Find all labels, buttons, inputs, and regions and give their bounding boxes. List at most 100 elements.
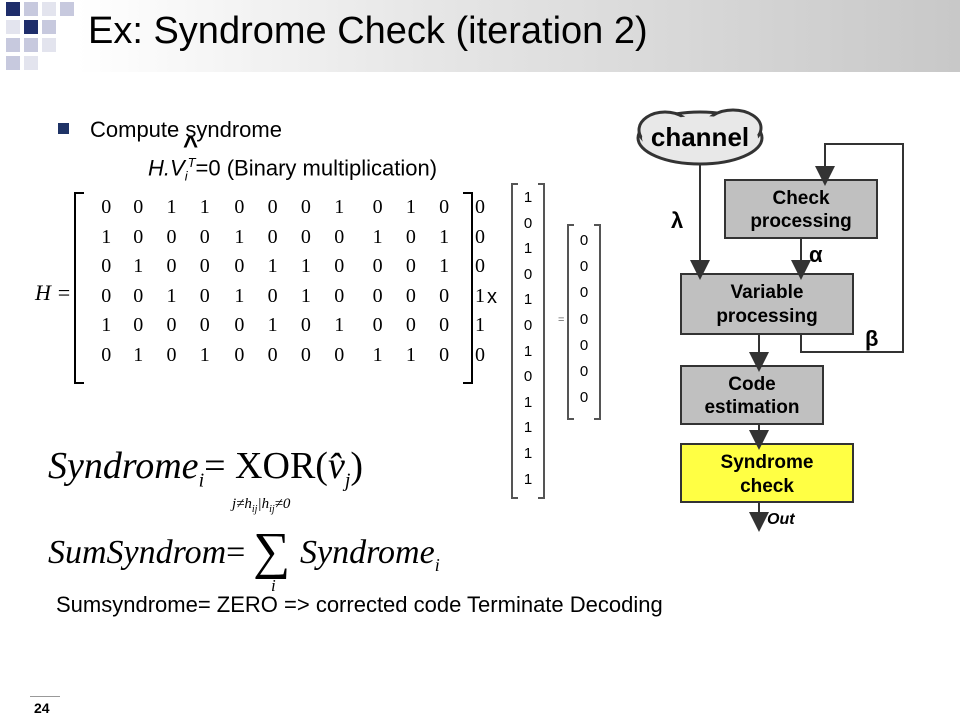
out-label: Out <box>767 511 795 528</box>
matrix-cell: 1 <box>300 255 311 277</box>
slide-logo-squares <box>0 0 80 72</box>
matrix-cell: 1 <box>166 284 177 307</box>
matrix-label: H = <box>35 280 72 305</box>
matrix-cell: 0 <box>372 255 383 277</box>
vector-entry: 0 <box>579 258 589 276</box>
matrix-cell: 0 <box>234 314 245 336</box>
equals-sign: = <box>558 314 565 326</box>
sum-eq: = <box>226 534 246 571</box>
matrix-cell: 0 <box>101 343 112 366</box>
cond-part-1: j≠h <box>232 496 252 512</box>
matrix-cell: 0 <box>405 255 416 277</box>
matrix-cell: 1 <box>133 255 144 277</box>
matrix-cell: 0 <box>101 255 112 277</box>
matrix-cell: 1 <box>101 225 112 248</box>
matrix-cell: 0 <box>439 314 450 336</box>
bullet-text: Compute syndrome <box>90 117 282 142</box>
v-sub: j <box>344 469 351 492</box>
matrix-cell: 0 <box>267 343 278 366</box>
matrix-cell: 0 <box>475 196 485 218</box>
matrix-cell: 0 <box>234 196 245 218</box>
matrix-cell: 0 <box>300 196 311 218</box>
alpha-label: α <box>809 242 823 267</box>
matrix-cell: 0 <box>133 314 144 336</box>
matrix-cell: 0 <box>334 343 345 366</box>
sum-rhs-text: Syndrome <box>300 534 435 571</box>
syndrome-formula: H.ViT=0 (Binary multiplication) <box>148 155 437 184</box>
matrix-cell: 0 <box>166 314 177 336</box>
matrix-cell: 0 <box>372 196 383 218</box>
matrix-cell: 0 <box>166 255 177 277</box>
vector-entry: 0 <box>523 265 533 283</box>
vector-entry: 1 <box>523 240 533 258</box>
matrix-cell: 0 <box>475 255 485 277</box>
matrix-cell: 0 <box>199 225 210 248</box>
matrix-cell: 0 <box>267 284 278 307</box>
matrix-cell: 1 <box>133 343 144 366</box>
matrix-cell: 0 <box>166 225 177 248</box>
code-line-1: Code <box>728 374 776 395</box>
matrix-cell: 1 <box>300 284 311 307</box>
matrix-cell: 0 <box>234 343 245 366</box>
matrix-cell: 0 <box>475 343 485 366</box>
v-hat: v̂ <box>327 445 345 487</box>
matrix-cell: 0 <box>199 255 210 277</box>
code-estimation-box <box>680 365 824 425</box>
variable-line-1: Variable <box>731 282 804 303</box>
check-line-1: Check <box>772 188 829 209</box>
vector-entry: 0 <box>579 363 589 380</box>
syndrome-line-2: check <box>740 476 794 497</box>
cond-part-2: ij <box>251 504 258 515</box>
sum-sigma: ∑ <box>253 523 291 580</box>
matrix-cell: 1 <box>199 196 210 218</box>
vector-entry: 1 <box>523 445 533 462</box>
check-processing-box <box>724 179 878 239</box>
syndrome-xor: = XOR( <box>204 445 328 487</box>
matrix-cell: 0 <box>101 196 112 218</box>
vector-entry: 0 <box>523 368 533 386</box>
close-paren: ) <box>350 445 364 487</box>
matrix-cell: 1 <box>439 255 450 277</box>
matrix-cell: 1 <box>267 255 278 277</box>
matrix-cell: 1 <box>405 343 416 366</box>
vector-entry: 1 <box>523 291 533 309</box>
matrix-cell: 1 <box>372 225 383 248</box>
channel-label: channel <box>651 122 749 152</box>
matrix-cell: 1 <box>199 343 210 366</box>
matrix-cell: 0 <box>133 196 144 218</box>
matrix-cell: 0 <box>300 314 311 336</box>
matrix-cell: 0 <box>372 284 383 307</box>
channel-cloud: channel <box>636 108 764 166</box>
matrix-cell: 1 <box>334 314 345 336</box>
vector-entry: 0 <box>523 317 533 334</box>
matrix-cell: 0 <box>300 343 311 366</box>
matrix-cell: 0 <box>334 255 345 277</box>
matrix-cell: 0 <box>439 343 450 366</box>
vector-entry: 0 <box>579 336 589 354</box>
vector-entry: 1 <box>523 189 533 206</box>
matrix-cell: 0 <box>300 225 311 248</box>
check-line-2: processing <box>750 211 851 232</box>
sum-rhs: Syndromei <box>300 534 440 576</box>
matrix-cell: 1 <box>372 343 383 366</box>
matrix-cell: 0 <box>334 225 345 248</box>
matrix-cell: 0 <box>234 255 245 277</box>
matrix-cell: 0 <box>166 343 177 366</box>
matrix-cell: 0 <box>133 284 144 307</box>
matrix-cell: 0 <box>405 284 416 307</box>
decoding-flow-diagram: channel Check processing Variable proces… <box>636 108 904 532</box>
slide-title: Ex: Syndrome Check (iteration 2) <box>88 10 648 52</box>
title-band <box>0 0 960 72</box>
matrix-cell: 0 <box>101 284 112 307</box>
lambda-label: λ <box>671 208 683 233</box>
matrix-cell: 1 <box>234 225 245 248</box>
vector-entry: 0 <box>579 310 589 328</box>
cond-part-4: ij <box>269 504 275 515</box>
feedback-arrow <box>800 143 904 353</box>
hat-symbol: ^ <box>183 130 199 160</box>
matrix-cell: 1 <box>475 314 485 336</box>
matrix-cell: 0 <box>405 314 416 336</box>
